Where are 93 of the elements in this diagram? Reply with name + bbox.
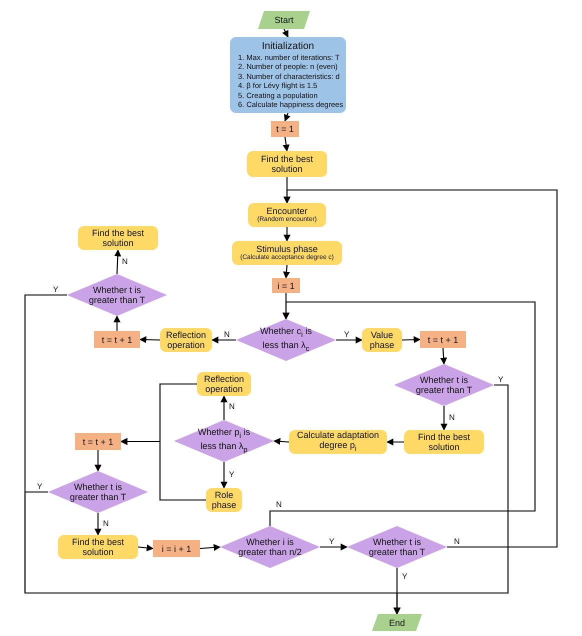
node-label: t = 1 — [276, 124, 294, 134]
process-box — [58, 535, 138, 559]
edge-label: N — [448, 413, 456, 422]
assignment-box — [94, 331, 140, 348]
process-box — [197, 372, 251, 396]
arrow — [284, 227, 290, 242]
node-label: Initialization — [262, 40, 314, 52]
edge-label: Y — [401, 572, 408, 581]
node-label: i = i + 1 — [162, 544, 192, 554]
arrow — [394, 568, 400, 615]
process-box — [248, 203, 326, 227]
arrow — [402, 336, 421, 344]
node-label: Value phase — [368, 330, 396, 350]
decision-diamond — [220, 526, 320, 568]
arrow — [284, 112, 290, 122]
decision-diamond — [347, 526, 447, 568]
node-label: Whether p$_{i}$ is less than λ$_{p}$ — [196, 427, 252, 455]
edge-label: N — [453, 537, 461, 546]
node-label: Whether c$_{i}$ is less than λ$_{c}$ — [259, 326, 313, 354]
process-box — [230, 37, 346, 113]
assignment-box — [153, 540, 200, 557]
arrow — [120, 438, 206, 501]
arrow — [336, 336, 363, 344]
node-label: Whether t is greater than T — [68, 482, 128, 502]
node-label: Whether t is greater than T — [368, 537, 426, 557]
arrow — [386, 438, 404, 446]
edge-label: Y — [36, 482, 44, 491]
assignment-box — [420, 331, 466, 348]
arrow — [138, 544, 154, 552]
process-box — [160, 328, 212, 352]
node-label: End — [388, 618, 405, 628]
arrow — [200, 544, 221, 551]
arrow — [440, 406, 448, 431]
node-label: t = t + 1 — [428, 334, 458, 344]
arrow — [282, 28, 288, 38]
arrow — [282, 136, 290, 152]
arrow — [220, 462, 228, 489]
assignment-box — [271, 121, 299, 137]
assignment-box — [272, 278, 300, 293]
arrow — [211, 336, 236, 344]
process-box — [78, 226, 158, 250]
arrow — [94, 513, 102, 536]
decision-diamond — [174, 420, 274, 462]
decision-diamond — [236, 319, 336, 361]
edge-label: N — [228, 402, 236, 411]
process-box — [232, 241, 342, 265]
arrow — [139, 336, 160, 344]
arrow — [320, 544, 348, 550]
process-box — [247, 151, 327, 177]
terminal-shape — [258, 11, 310, 29]
edge-label: N — [121, 257, 129, 266]
node-label: Find the best solution — [260, 154, 314, 174]
process-box — [362, 328, 402, 352]
arrow — [273, 438, 290, 445]
arrow — [114, 249, 122, 274]
node-label: Start — [274, 15, 294, 25]
arrow — [284, 189, 558, 548]
node-label: i = 1 — [277, 280, 295, 290]
node-label: Find the best solution — [90, 228, 146, 248]
node-label: t = t + 1 — [102, 334, 132, 344]
arrow — [114, 315, 120, 331]
arrow — [440, 348, 448, 365]
terminal-shape — [372, 614, 422, 631]
node-label: Role phase — [210, 490, 238, 510]
arrow — [269, 301, 536, 526]
edge-label: Y — [52, 285, 60, 294]
edge-label: Y — [343, 330, 350, 339]
node-label: Find the best solution — [70, 537, 126, 557]
node-label: Stimulus phase — [256, 244, 318, 254]
assignment-box — [75, 433, 121, 450]
edge-label: Y — [328, 537, 336, 546]
decision-diamond — [48, 471, 148, 513]
node-label: Reflection operation — [202, 374, 246, 394]
node-label: Whether t is greater than T — [414, 375, 474, 395]
node-label: Whether i is greater than n/2 — [238, 537, 302, 557]
node-label: Encounter — [266, 206, 308, 216]
decision-diamond — [394, 364, 494, 406]
node-label: Find the best solution — [416, 432, 472, 452]
edge-label: Y — [228, 470, 236, 479]
arrow — [94, 450, 102, 472]
process-box — [404, 430, 484, 454]
edge-label: N — [275, 500, 283, 509]
node-label: t = t + 1 — [82, 436, 114, 446]
decision-diamond — [67, 274, 167, 316]
edge-label: N — [102, 519, 110, 528]
edge-label: N — [223, 330, 231, 339]
arrow — [220, 395, 228, 420]
edge-label: Y — [497, 375, 504, 384]
node-label: Reflection operation — [164, 330, 208, 350]
node-label: Calculate adaptation degree p$_{i}$ — [296, 430, 380, 454]
node-label: Whether t is greater than T — [88, 285, 146, 305]
process-box — [206, 488, 242, 512]
arrow — [283, 264, 290, 279]
